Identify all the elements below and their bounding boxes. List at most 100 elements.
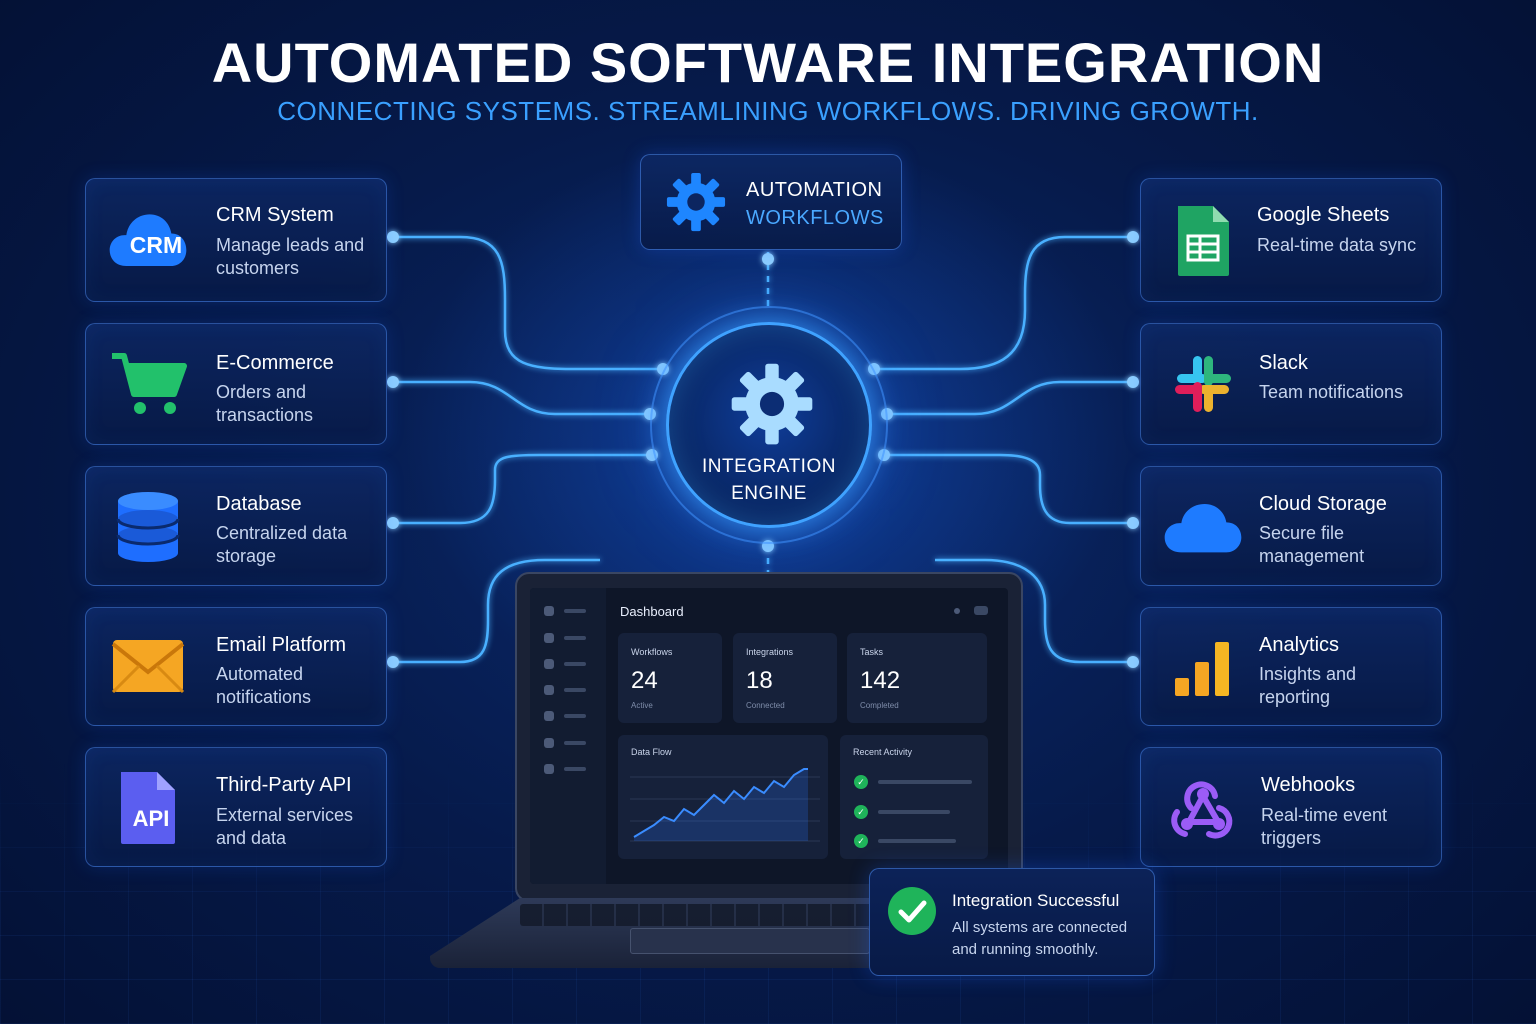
- activity-row: ✓: [854, 834, 984, 848]
- webhook-icon: [1163, 768, 1243, 848]
- card-description: Team notifications: [1259, 382, 1404, 402]
- check-icon: ✓: [854, 775, 868, 789]
- tile-subtext: Connected: [746, 701, 785, 710]
- stat-tile-workflows: Workflows 24 Active: [618, 633, 722, 723]
- card-webhooks[interactable]: Webhooks Real-time event triggers: [1140, 747, 1442, 867]
- sidebar-item[interactable]: [544, 633, 594, 645]
- card-analytics[interactable]: Analytics Insights and reporting: [1140, 607, 1442, 726]
- activity-row: ✓: [854, 805, 984, 819]
- sidebar-item[interactable]: [544, 685, 594, 697]
- success-description: All systems are connected and running sm…: [952, 919, 1128, 958]
- card-database[interactable]: Database Centralized data storage: [85, 466, 387, 586]
- engine-label-line1: INTEGRATION: [702, 456, 836, 477]
- card-title: Database: [216, 493, 302, 515]
- wire-ecommerce: [393, 380, 650, 416]
- cart-icon: [108, 344, 188, 424]
- card-title: Email Platform: [216, 634, 347, 656]
- card-title: Third-Party API: [216, 774, 352, 796]
- envelope-icon: [108, 626, 188, 706]
- panel-title: Recent Activity: [853, 747, 913, 757]
- tile-value: 24: [631, 667, 658, 694]
- page-title: AUTOMATED SOFTWARE INTEGRATION: [211, 31, 1325, 94]
- recent-activity-panel: Recent Activity ✓ ✓ ✓: [840, 735, 988, 859]
- activity-row: ✓: [854, 775, 984, 789]
- wire-slack: [887, 380, 1133, 416]
- cloud-icon: CRM: [108, 201, 188, 281]
- status-dot: [954, 608, 960, 614]
- wire-email: [393, 558, 600, 664]
- success-title: Integration Successful: [952, 891, 1120, 910]
- api-file-icon: API: [108, 768, 188, 848]
- card-description: Insights and reporting: [1259, 664, 1357, 707]
- sidebar-item[interactable]: [544, 711, 594, 723]
- crm-icon-text: CRM: [129, 232, 183, 258]
- card-description: Real-time data sync: [1257, 235, 1417, 255]
- engine-outer-ring: [650, 306, 888, 544]
- card-description: Centralized data storage: [216, 523, 348, 566]
- check-circle-icon: [888, 887, 936, 935]
- card-description: Real-time event triggers: [1261, 805, 1388, 848]
- card-google-sheets[interactable]: Google Sheets Real-time data sync: [1140, 178, 1442, 302]
- tile-label: Tasks: [860, 647, 884, 657]
- card-email-platform[interactable]: Email Platform Automated notifications: [85, 607, 387, 726]
- card-description: Orders and transactions: [216, 382, 314, 425]
- tile-label: Workflows: [631, 647, 673, 657]
- wire-cloud-storage: [884, 453, 1133, 525]
- dashboard-sidebar: [530, 588, 606, 884]
- tile-value: 18: [746, 667, 773, 694]
- card-description: Secure file management: [1259, 523, 1365, 566]
- integration-success-toast[interactable]: Integration Successful All systems are c…: [869, 868, 1155, 976]
- api-icon-text: API: [132, 806, 170, 831]
- data-flow-line-chart: [630, 768, 820, 842]
- card-title: E-Commerce: [216, 352, 334, 374]
- check-icon: ✓: [854, 805, 868, 819]
- wire-sheets: [874, 235, 1133, 371]
- integration-engine[interactable]: INTEGRATION ENGINE: [666, 322, 872, 528]
- stat-tile-tasks: Tasks 142 Completed: [847, 633, 987, 723]
- window-control[interactable]: [974, 606, 988, 615]
- database-icon: [108, 487, 188, 567]
- card-slack[interactable]: Slack Team notifications: [1140, 323, 1442, 445]
- engine-label: INTEGRATION ENGINE: [669, 453, 869, 507]
- tile-subtext: Completed: [860, 701, 899, 710]
- tile-subtext: Active: [631, 701, 653, 710]
- card-title: CRM System: [216, 204, 334, 226]
- slack-icon: [1163, 344, 1243, 424]
- sidebar-item[interactable]: [544, 738, 594, 750]
- gear-icon: [666, 172, 726, 232]
- card-e-commerce[interactable]: E-Commerce Orders and transactions: [85, 323, 387, 445]
- card-cloud-storage[interactable]: Cloud Storage Secure file management: [1140, 466, 1442, 586]
- cloud-icon: [1163, 489, 1243, 569]
- automation-label: AUTOMATION: [746, 179, 883, 201]
- tile-label: Integrations: [746, 647, 794, 657]
- card-title: Slack: [1259, 352, 1308, 374]
- laptop-screen-dashboard: Dashboard Workflows 24 Active Integratio…: [530, 588, 1008, 884]
- sidebar-item[interactable]: [544, 606, 594, 618]
- page-subtitle: CONNECTING SYSTEMS. STREAMLINING WORKFLO…: [277, 96, 1259, 126]
- automation-workflows-box[interactable]: AUTOMATION WORKFLOWS: [640, 154, 902, 250]
- card-description: Automated notifications: [216, 664, 312, 707]
- card-title: Cloud Storage: [1259, 493, 1387, 515]
- sidebar-item[interactable]: [544, 659, 594, 671]
- card-third-party-api[interactable]: API Third-Party API External services an…: [85, 747, 387, 867]
- gear-icon: [731, 363, 813, 445]
- workflows-label: WORKFLOWS: [746, 207, 884, 229]
- card-crm-system[interactable]: CRM CRM System Manage leads and customer…: [85, 178, 387, 302]
- card-description: External services and data: [216, 805, 354, 848]
- card-title: Google Sheets: [1257, 204, 1390, 226]
- laptop-trackpad: [630, 928, 870, 954]
- bar-chart-icon: [1163, 626, 1243, 706]
- stat-tile-integrations: Integrations 18 Connected: [733, 633, 837, 723]
- sidebar-item[interactable]: [544, 764, 594, 776]
- dashboard-title: Dashboard: [620, 604, 684, 619]
- engine-label-line2: ENGINE: [731, 483, 807, 504]
- panel-title: Data Flow: [631, 747, 672, 757]
- card-description: Manage leads and customers: [216, 235, 365, 278]
- card-title: Webhooks: [1261, 774, 1356, 796]
- wire-database: [393, 453, 652, 525]
- data-flow-panel: Data Flow: [618, 735, 828, 859]
- wire-analytics: [935, 558, 1133, 664]
- sheets-icon: [1163, 201, 1243, 281]
- check-icon: ✓: [854, 834, 868, 848]
- tile-value: 142: [860, 667, 901, 694]
